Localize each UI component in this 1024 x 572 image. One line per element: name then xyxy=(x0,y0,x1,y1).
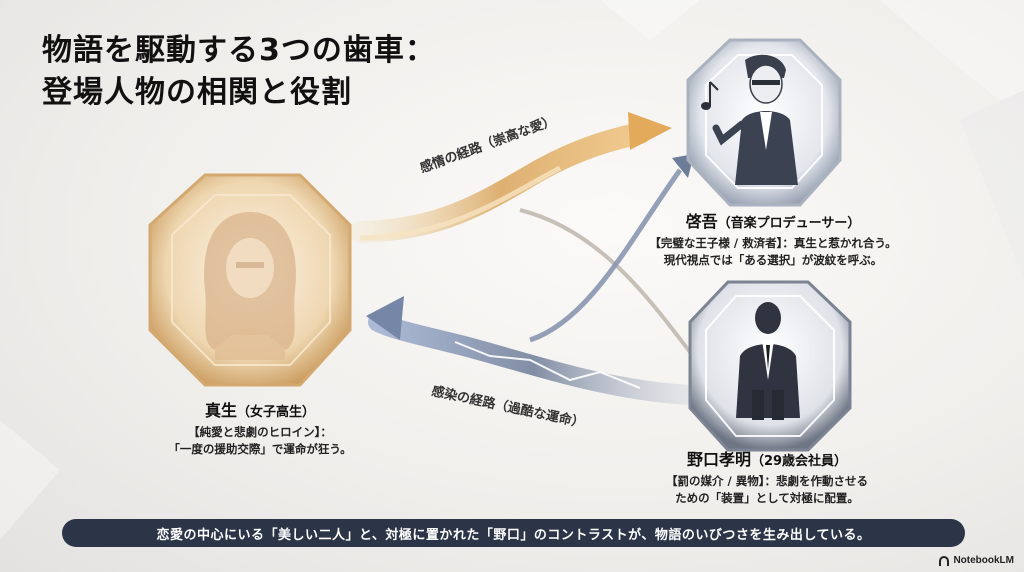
man-in-suit-icon xyxy=(712,54,798,185)
keigo-desc-line-2: 現代視点では「ある選択」が波紋を呼ぶ。 xyxy=(663,253,883,267)
notebooklm-logo-icon xyxy=(939,555,950,566)
noguchi-description: 【罰の媒介 / 異物】：悲劇を作動させる ための「装置」として対極に配置。 xyxy=(632,473,902,507)
music-note-icon xyxy=(701,81,719,110)
keigo-crystal xyxy=(686,38,842,207)
mao-description: 【純愛と悲劇のヒロイン】： 「一度の援助交際」で運命が狂う。 xyxy=(150,424,370,458)
emotion-path-arrow xyxy=(349,112,672,243)
mao-name-line: 真生（女子高生） xyxy=(150,397,370,421)
keigo-label: 啓吾（音楽プロデューサー） 【完璧な王子様 / 救済者】：真生と惹かれ合う。 現… xyxy=(608,208,938,269)
noguchi-crystal xyxy=(688,280,852,452)
noguchi-role: （29歳会社員） xyxy=(750,454,848,469)
connector-curve xyxy=(519,208,692,354)
noguchi-desc-line-1: 【罰の媒介 / 異物】：悲劇を作動させる xyxy=(666,474,868,488)
page-title: 物語を駆動する3つの歯車： 登場人物の相関と役割 xyxy=(42,30,436,114)
summary-banner: 恋愛の中心にいる「美しい二人」と、対極に置かれた「野口」のコントラストが、物語の… xyxy=(62,519,965,547)
keigo-desc-line-1: 【完璧な王子様 / 救済者】：真生と惹かれ合う。 xyxy=(649,236,897,250)
mao-desc-line-2: 「一度の援助交際」で運命が狂う。 xyxy=(168,442,352,456)
title-line-1: 物語を駆動する3つの歯車： xyxy=(42,33,436,68)
mao-desc-line-1: 【純愛と悲劇のヒロイン】： xyxy=(188,425,332,439)
keigo-role: （音楽プロデューサー） xyxy=(717,216,861,231)
noguchi-name: 野口孝明 xyxy=(686,450,751,469)
brand-name: NotebookLM xyxy=(953,555,1014,566)
keigo-description: 【完璧な王子様 / 救済者】：真生と惹かれ合う。 現代視点では「ある選択」が波紋… xyxy=(608,235,938,269)
mao-crystal xyxy=(148,173,352,387)
background-shards xyxy=(0,0,1024,540)
keigo-name: 啓吾 xyxy=(685,212,718,231)
woman-portrait-icon xyxy=(204,212,296,360)
businessman-icon xyxy=(736,302,800,420)
mao-name: 真生 xyxy=(204,401,237,420)
noguchi-label: 野口孝明（29歳会社員） 【罰の媒介 / 異物】：悲劇を作動させる ための「装置… xyxy=(632,446,902,507)
mao-role: （女子高生） xyxy=(237,405,316,420)
infection-path-arrow xyxy=(366,296,700,405)
noguchi-name-line: 野口孝明（29歳会社員） xyxy=(632,446,902,470)
brand-watermark: NotebookLM xyxy=(939,555,1014,566)
noguchi-desc-line-2: ための「装置」として対極に配置。 xyxy=(675,491,859,505)
mao-label: 真生（女子高生） 【純愛と悲劇のヒロイン】： 「一度の援助交際」で運命が狂う。 xyxy=(150,397,370,458)
keigo-name-line: 啓吾（音楽プロデューサー） xyxy=(608,208,938,232)
title-line-2: 登場人物の相関と役割 xyxy=(42,75,352,110)
